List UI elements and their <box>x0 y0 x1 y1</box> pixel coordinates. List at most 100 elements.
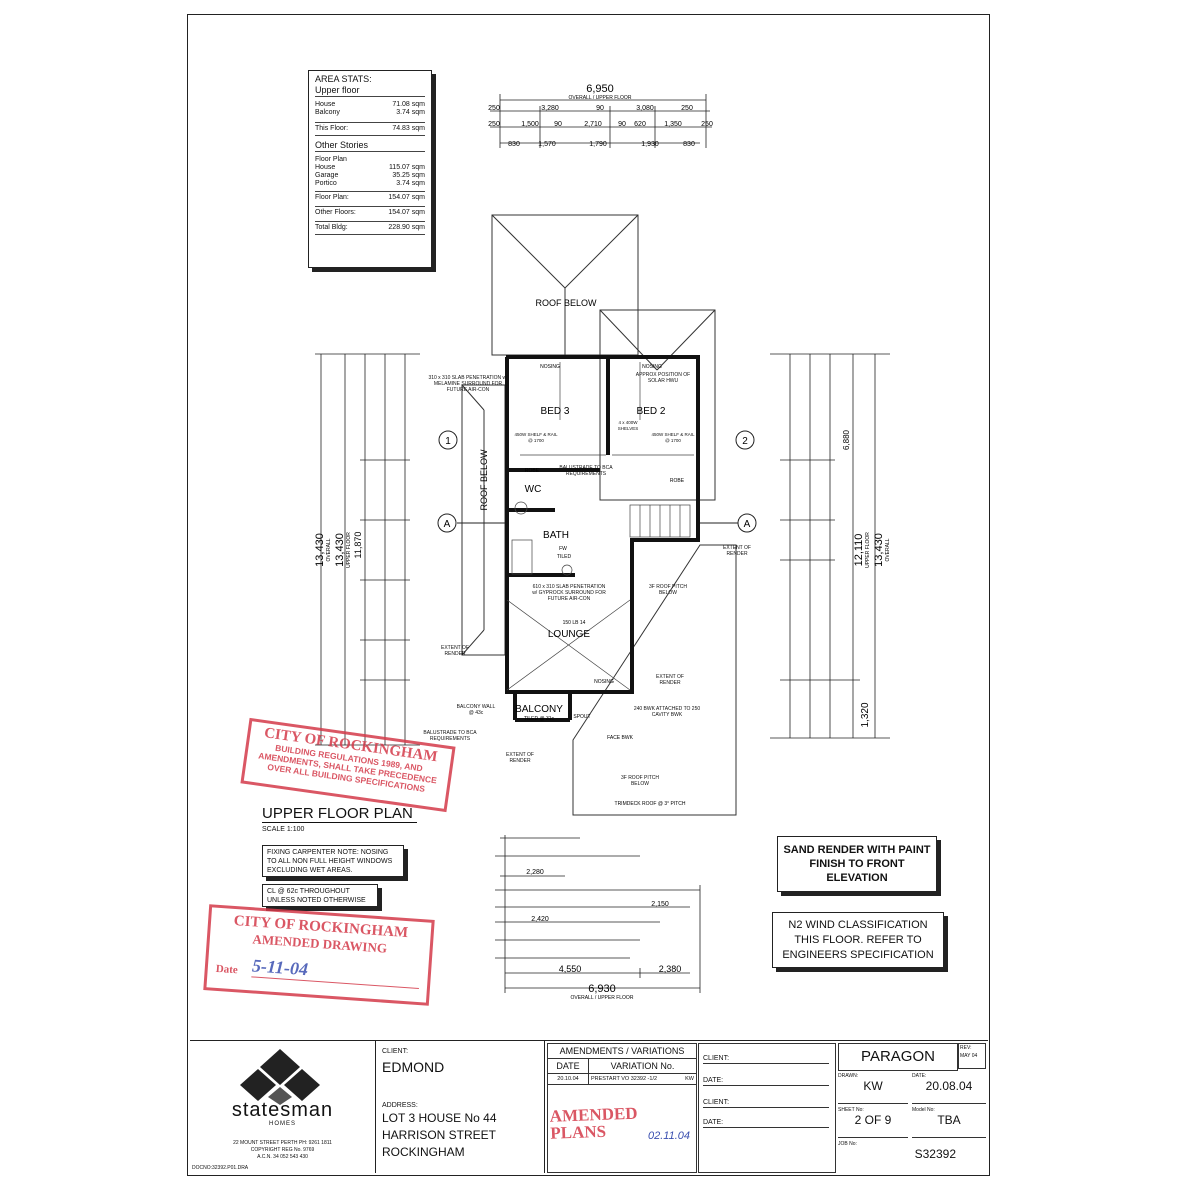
top-overall-label: OVERALL / UPPER FLOOR <box>569 95 632 101</box>
job-cell: JOB No: S32392 <box>838 1141 956 1161</box>
left-dim-inner: 11,870 <box>353 532 363 559</box>
pitch-note-1: 3F ROOF PITCH BELOW <box>648 584 688 596</box>
svg-text:3,080: 3,080 <box>636 105 654 112</box>
svg-text:830: 830 <box>508 141 520 148</box>
title-block: statesman HOMES 22 MOUNT STREET PERTH PH… <box>190 1040 988 1175</box>
area-stats-upper-heading: Upper floor <box>315 85 425 97</box>
pitch-note-2: 3F ROOF PITCH BELOW <box>620 775 660 787</box>
left-dimension-lines <box>315 353 420 746</box>
area-stats-floor-plan-total: Floor Plan:154.07 sqm <box>315 191 425 202</box>
roof-below-left-label: ROOF BELOW <box>479 449 489 511</box>
brick-note: 240 BWK ATTACHED TO 250 CAVITY BWK <box>633 706 701 718</box>
section-marker-a-left: A <box>444 519 451 530</box>
design-name: PARAGON <box>838 1043 958 1071</box>
balustrade-note-2: BALUSTRADE TO BCA REQUIREMENTS <box>423 730 477 742</box>
shelf-note-1: 450W SHELF & RAIL @ 1700 <box>514 432 558 443</box>
grid-marker-1: 1 <box>445 436 451 447</box>
robe-1: ROBE <box>525 468 540 474</box>
amended-plans-date: 02.11.04 <box>648 1130 691 1142</box>
signoff-client-1: CLIENT: <box>703 1054 829 1064</box>
title-block-signoff-cell: CLIENT: DATE: CLIENT: DATE: <box>698 1043 836 1173</box>
section-markers <box>437 430 757 533</box>
area-stats-this-floor: This Floor:74.83 sqm <box>315 122 425 136</box>
client-label: CLIENT: <box>382 1048 409 1055</box>
client-name: EDMOND <box>382 1059 445 1075</box>
area-stats-title: AREA STATS: <box>315 74 372 84</box>
external-walls <box>505 355 700 722</box>
signoff-date-2: DATE: <box>703 1118 829 1128</box>
fixing-carpenter-note: FIXING CARPENTER NOTE: NOSING TO ALL NON… <box>262 845 404 877</box>
company-copyright: COPYRIGHT REG No. 9769 <box>250 1147 315 1153</box>
city-amended-drawing-stamp: CITY OF ROCKINGHAM AMENDED DRAWING Date … <box>203 904 435 1006</box>
drawn-cell: DRAWN: KW <box>838 1073 908 1104</box>
svg-text:620: 620 <box>634 121 646 128</box>
room-bed3: BED 3 <box>541 406 570 417</box>
svg-text:90: 90 <box>618 121 626 128</box>
svg-text:1,500: 1,500 <box>521 121 539 128</box>
company-name: statesman <box>231 1099 334 1121</box>
section-marker-a-right: A <box>744 519 751 530</box>
address-line-1: LOT 3 HOUSE No 44 <box>382 1111 497 1125</box>
room-lounge: LOUNGE <box>548 629 591 640</box>
company-acn: A.C.N. 34 052 543 430 <box>257 1154 308 1160</box>
right-dim-balcony: 1,320 <box>860 702 871 727</box>
right-dim-overall: 13,430 <box>873 533 885 567</box>
floor-plan-drawing: 6,950 OVERALL / UPPER FLOOR 250 3,280 90… <box>314 83 891 1001</box>
render-note-2: EXTENT OF RENDER <box>656 674 684 686</box>
balcony-wall-note: BALCONY WALL @ 43c <box>456 704 496 716</box>
date-cell: DATE: 20.08.04 <box>912 1073 986 1104</box>
statesman-logo-icon <box>240 1049 320 1105</box>
wind-classification-note: N2 WIND CLASSIFICATION THIS FLOOR. REFER… <box>772 912 944 968</box>
company-address: 22 MOUNT STREET PERTH PH: 9261 1811 <box>233 1140 332 1146</box>
bottom-dim-overall-label: OVERALL / UPPER FLOOR <box>571 995 634 1001</box>
robe-2: ROBE <box>670 478 685 484</box>
doc-number: DOCNO:32392.P01.DRA <box>192 1165 249 1171</box>
svg-text:3,280: 3,280 <box>541 105 559 112</box>
top-dims-row1: 250 3,280 90 3,080 250 <box>488 105 693 112</box>
title-block-design-cell: PARAGON REV: MAY 04 DRAWN: KW DATE: 20.0… <box>838 1043 986 1173</box>
svg-text:90: 90 <box>554 121 562 128</box>
room-bath: BATH <box>543 530 569 541</box>
right-dim-bed: 6,880 <box>842 429 851 450</box>
bottom-dimension-lines <box>495 835 701 993</box>
stamp-date-label: Date <box>215 962 239 977</box>
signoff-date-1: DATE: <box>703 1076 829 1086</box>
solar-note: APPROX POSITION OF SOLAR HWU <box>635 372 691 384</box>
address-label: ADDRESS: <box>382 1102 418 1109</box>
svg-text:1,350: 1,350 <box>664 121 682 128</box>
bottom-dim-overall: 6,930 <box>588 983 616 995</box>
spout-note: SPOUT <box>573 714 590 720</box>
rev-cell: REV: MAY 04 <box>958 1043 986 1069</box>
render-note-1: EXTENT OF RENDER <box>441 645 469 657</box>
address-line-3: ROCKINGHAM <box>382 1145 465 1159</box>
svg-text:1,570: 1,570 <box>538 141 556 148</box>
right-dim-overall-sub: OVERALL <box>885 538 891 561</box>
company-sub: HOMES <box>268 1121 296 1127</box>
svg-text:1,930: 1,930 <box>641 141 659 148</box>
roof-below-top-label: ROOF BELOW <box>535 298 597 308</box>
svg-text:250: 250 <box>488 105 500 112</box>
area-stats-other-floors: Other Floors:154.07 sqm <box>315 206 425 217</box>
internal-details <box>506 362 694 691</box>
stamp-date: 5-11-04 <box>251 955 421 990</box>
room-bed2: BED 2 <box>637 406 666 417</box>
svg-text:1,790: 1,790 <box>589 141 607 148</box>
bottom-dim-split-2: 2,380 <box>659 964 682 974</box>
amendment-row: 20.10.04 PRESTART VO 32392 -1/2 KW <box>548 1074 696 1085</box>
roof-outlines <box>461 214 737 816</box>
plan-title: UPPER FLOOR PLAN <box>262 805 417 823</box>
top-dimension-lines <box>490 94 712 148</box>
title-block-client-cell: CLIENT: EDMOND ADDRESS: LOT 3 HOUSE No 4… <box>376 1041 545 1173</box>
signoff-client-2: CLIENT: <box>703 1098 829 1108</box>
amended-plans-stamp: AMENDED PLANS <box>549 1103 638 1143</box>
address-line-2: HARRISON STREET <box>382 1128 497 1142</box>
nosing-3: NOSING <box>594 679 614 685</box>
balustrade-note: BALUSTRADE TO BCA REQUIREMENTS <box>559 465 613 477</box>
lintel-note: 150 LB 14 <box>563 620 586 626</box>
svg-text:250: 250 <box>488 121 500 128</box>
right-dim-upper: 12,110 <box>853 534 865 567</box>
